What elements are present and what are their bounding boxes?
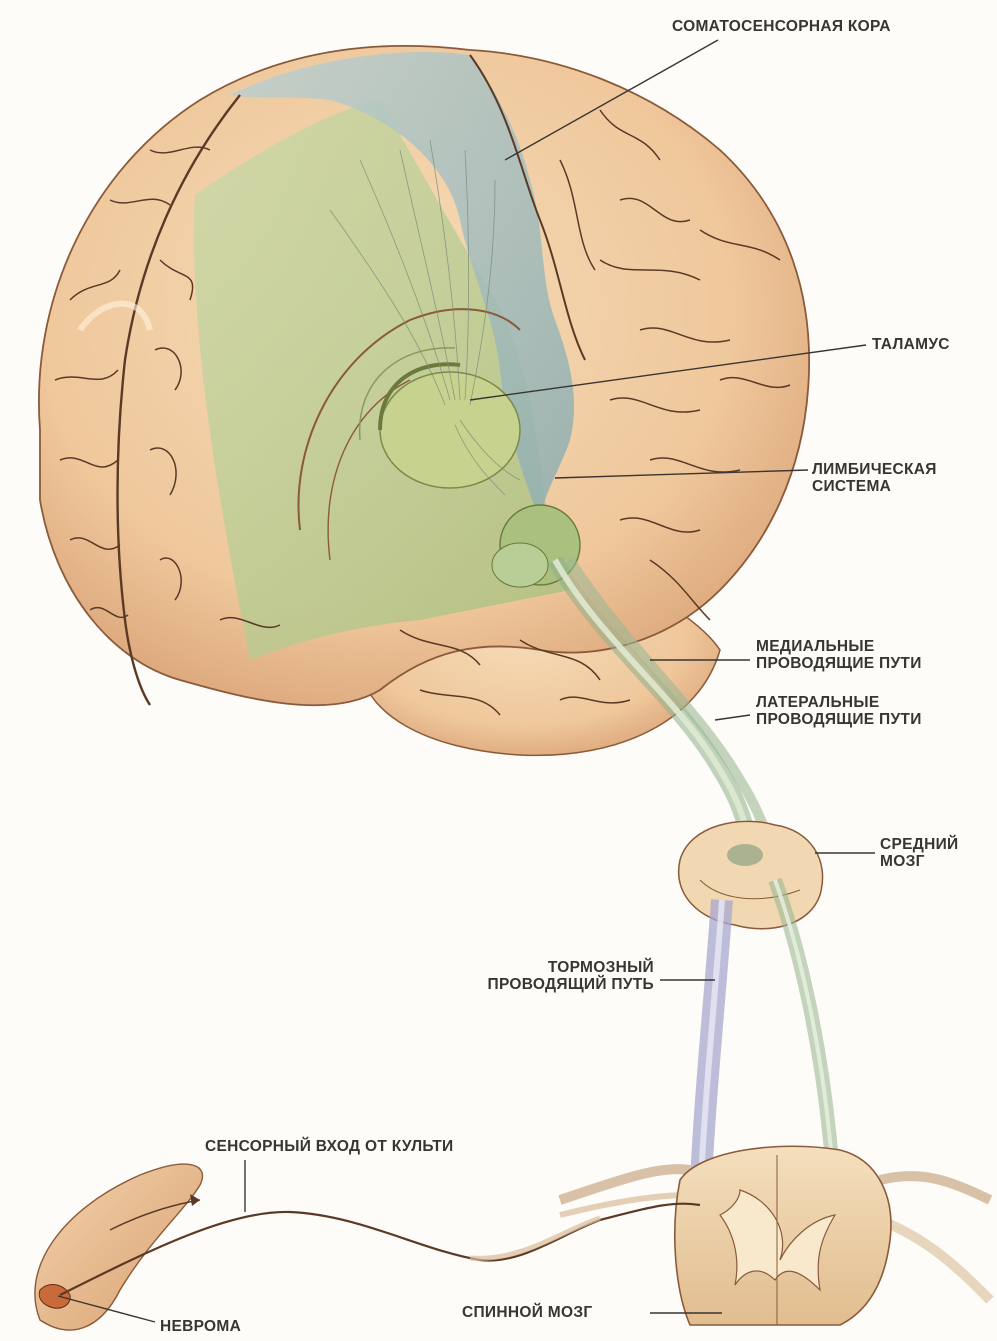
label-limbic-system: ЛИМБИЧЕСКАЯ СИСТЕМА <box>812 461 937 495</box>
midbrain <box>679 821 823 928</box>
label-medial-pathways: МЕДИАЛЬНЫЕ ПРОВОДЯЩИЕ ПУТИ <box>756 638 922 672</box>
label-lateral-pathways: ЛАТЕРАЛЬНЫЕ ПРОВОДЯЩИЕ ПУТИ <box>756 694 922 728</box>
stump <box>35 1164 203 1330</box>
label-midbrain: СРЕДНИЙ МОЗГ <box>880 836 959 870</box>
label-sensory-input: СЕНСОРНЫЙ ВХОД ОТ КУЛЬТИ <box>205 1138 453 1155</box>
brain <box>39 46 809 756</box>
leader-lateral <box>715 715 750 720</box>
label-spinal-cord: СПИННОЙ МОЗГ <box>462 1304 592 1321</box>
thalamus <box>380 372 520 488</box>
spinal-cord <box>560 1146 990 1325</box>
label-thalamus: ТАЛАМУС <box>872 336 950 353</box>
label-somatosensory-cortex: СОМАТОСЕНСОРНАЯ КОРА <box>672 18 891 35</box>
label-inhibitory-pathway: ТОРМОЗНЫЙ ПРОВОДЯЩИЙ ПУТЬ <box>420 959 654 993</box>
label-neuroma: НЕВРОМА <box>160 1318 241 1335</box>
